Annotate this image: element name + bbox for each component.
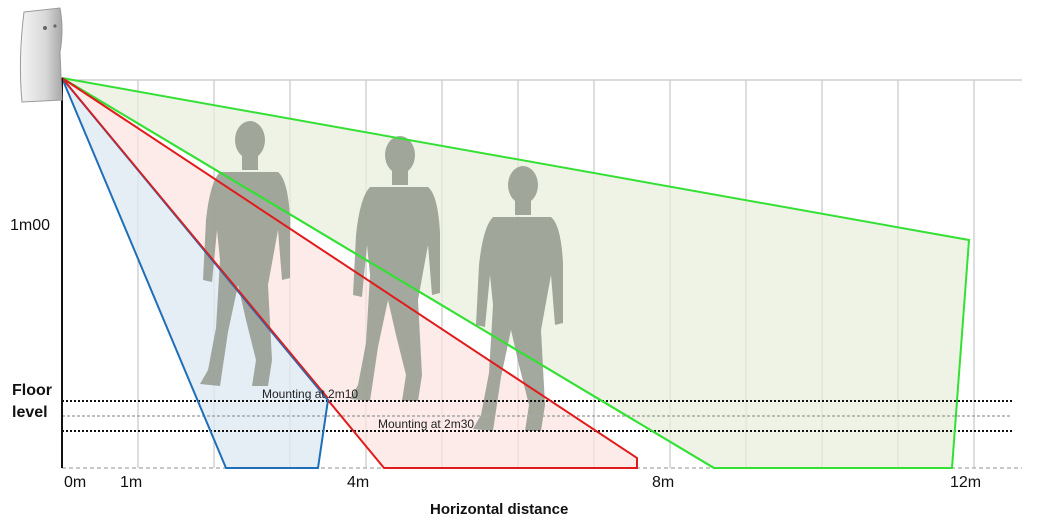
floor-label-line2: level [12,404,48,421]
x-tick-0m: 0m [64,474,87,491]
short-zone-outline [61,77,330,469]
medium-zone-edge [61,77,329,399]
long-zone-inner-edge [61,77,715,469]
mounting-lower-label: Mounting at 2m30 [378,417,475,431]
x-tick-1m: 1m [120,474,143,491]
x-axis-title: Horizontal distance [430,501,569,518]
x-tick-8m: 8m [652,474,675,491]
x-tick-12m: 12m [950,474,982,491]
mounting-upper-label: Mounting at 2m10 [262,387,359,401]
motion-sensor-icon [19,7,63,103]
height-label: 1m00 [10,217,51,234]
floor-label-line1: Floor [12,382,52,399]
floor-label: Floor level [12,380,52,424]
mounting-lines [62,400,1012,432]
x-tick-4m: 4m [347,474,370,491]
